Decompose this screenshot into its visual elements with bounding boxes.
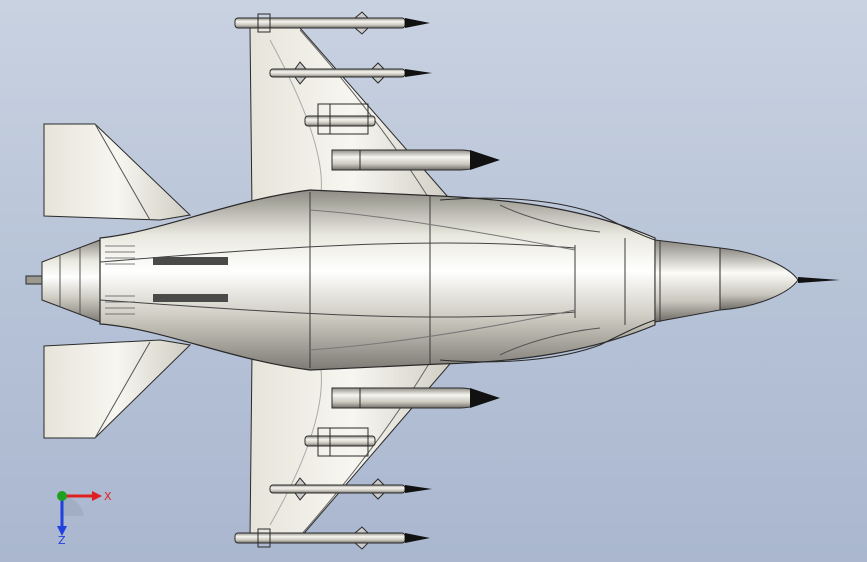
- y-axis-dot: [57, 491, 67, 501]
- airbrake-panel-bottom: [153, 294, 228, 302]
- coordinate-triad: X Z: [57, 490, 112, 547]
- x-axis-label: X: [104, 490, 112, 503]
- engine-exhaust: [25, 239, 101, 323]
- z-axis-label: Z: [58, 534, 66, 547]
- fuel-tank-bottom: [331, 387, 500, 409]
- missile-outer-top: [269, 61, 432, 85]
- missile-outer-bottom: [269, 477, 432, 501]
- tail-stabilizer-bottom: [43, 339, 192, 439]
- bomb-rack-bottom: [304, 427, 376, 457]
- missile-wingtip-top: [234, 11, 430, 35]
- fuselage: [99, 189, 656, 371]
- missile-wingtip-bottom: [234, 526, 430, 550]
- tail-stabilizer-top: [43, 123, 192, 221]
- fuel-tank-top: [331, 149, 500, 171]
- airbrake-panel-top: [153, 257, 228, 265]
- bomb-rack-top: [304, 103, 376, 135]
- nose-cone: [654, 239, 840, 323]
- pitot-probe: [798, 277, 840, 283]
